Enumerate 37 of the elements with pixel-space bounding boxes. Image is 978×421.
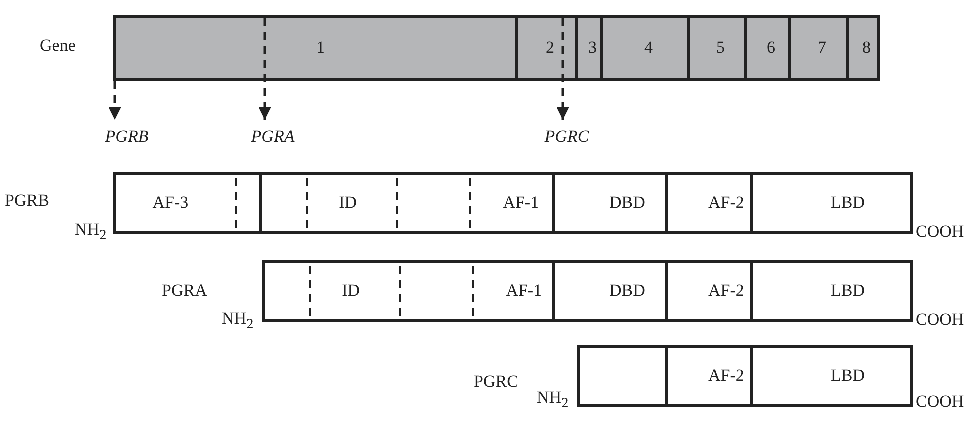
exon-number: 5 xyxy=(716,38,725,58)
domain-label: DBD xyxy=(610,281,646,301)
terminus-label: COOH xyxy=(916,222,964,242)
dashed-arrow xyxy=(258,18,272,120)
terminus-label: COOH xyxy=(916,310,964,330)
gene-label: Gene xyxy=(40,36,76,56)
domain-label: AF-1 xyxy=(506,281,542,301)
isoform-label: PGRB xyxy=(5,191,50,211)
promoter-label: PGRB xyxy=(98,126,156,148)
domain-label: LBD xyxy=(831,366,865,386)
promoter-label: PGRA xyxy=(243,126,303,148)
dashed-arrow xyxy=(108,81,122,120)
terminus-label: NH$_{2}$ xyxy=(75,220,107,246)
domain-label: AF-2 xyxy=(708,366,744,386)
dashed-arrow xyxy=(556,18,570,120)
exon-number: 2 xyxy=(546,38,554,58)
exon-number: 4 xyxy=(644,38,653,58)
isoform-label: PGRA xyxy=(162,281,208,301)
exon-number: 3 xyxy=(588,38,597,58)
domain-label: ID xyxy=(339,193,358,213)
terminus-label: NH$_{2}$ xyxy=(222,309,254,334)
isoform-label: PGRC xyxy=(474,372,518,392)
exon-number: 1 xyxy=(316,38,325,58)
exon-number: 8 xyxy=(862,38,871,58)
exon-number: 7 xyxy=(818,38,826,58)
domain-label: ID xyxy=(342,281,360,301)
domain-label: AF-3 xyxy=(152,193,189,213)
domain-label: LBD xyxy=(831,281,865,301)
exon-number: 6 xyxy=(767,38,776,58)
terminus-label: NH$_{2}$ xyxy=(537,388,569,414)
domain-label: DBD xyxy=(610,193,646,213)
domain-label: AF-2 xyxy=(708,281,744,301)
domain-label: AF-1 xyxy=(503,193,540,213)
domain-label: AF-2 xyxy=(708,193,744,213)
domain-label: LBD xyxy=(831,193,865,213)
terminus-label: COOH xyxy=(916,392,964,412)
promoter-label: PGRC xyxy=(537,126,597,148)
